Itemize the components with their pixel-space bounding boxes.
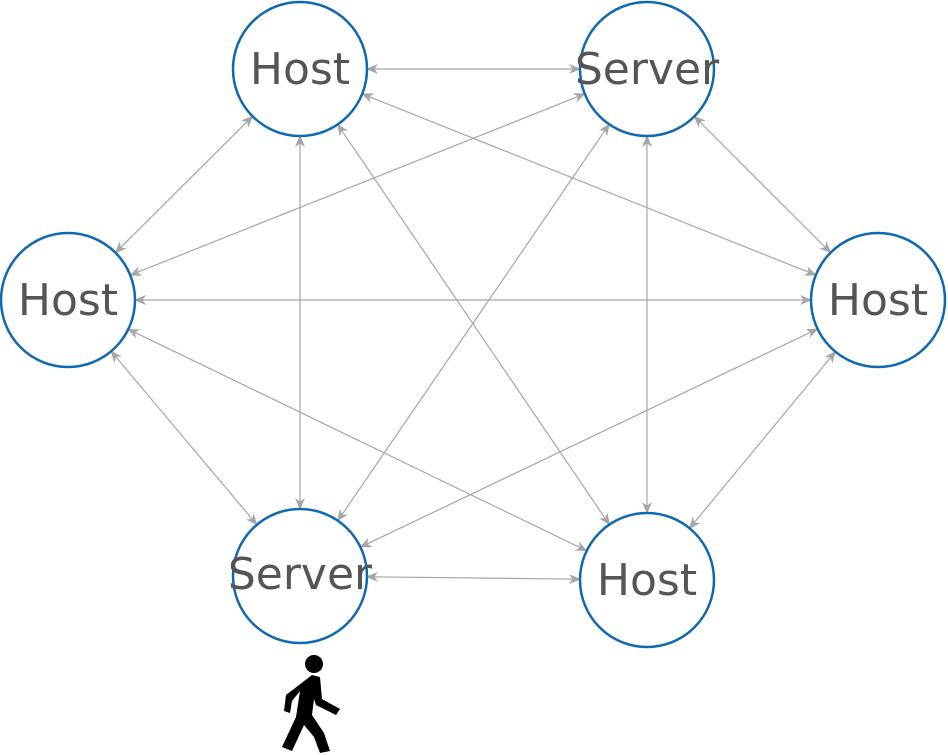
pedestrian-walking-icon	[282, 655, 340, 753]
edge-mid-right-to-bottom-right	[688, 350, 837, 530]
edge-mid-right-to-bottom-left	[359, 328, 819, 548]
node-label: Host	[597, 555, 697, 606]
node-circle	[0, 231, 137, 369]
node-label: Host	[250, 44, 350, 95]
edge-top-left-to-mid-right	[361, 93, 817, 276]
node-top-right: Server	[575, 0, 720, 138]
node-circle	[578, 0, 716, 138]
node-bottom-right: Host	[578, 511, 716, 649]
edge-top-left-to-mid-left	[114, 115, 254, 254]
edge-mid-left-to-bottom-right	[127, 328, 588, 552]
node-top-left: Host	[231, 0, 369, 138]
node-circle	[578, 511, 716, 649]
edge-top-right-to-mid-left	[129, 93, 586, 276]
node-mid-right: Host	[809, 231, 947, 369]
node-bottom-left: Server	[228, 507, 373, 645]
edge-mid-left-to-bottom-left	[110, 350, 258, 526]
edge-layer	[110, 64, 837, 585]
node-label: Server	[228, 549, 373, 600]
node-label: Server	[575, 44, 720, 95]
node-circle	[231, 0, 369, 138]
node-circle	[231, 507, 369, 645]
edge-bottom-left-to-bottom-right	[366, 571, 581, 585]
node-mid-left: Host	[0, 231, 137, 369]
node-label: Host	[18, 275, 118, 326]
edge-top-right-to-mid-right	[693, 115, 832, 254]
node-circle	[809, 231, 947, 369]
node-label: Host	[828, 275, 928, 326]
